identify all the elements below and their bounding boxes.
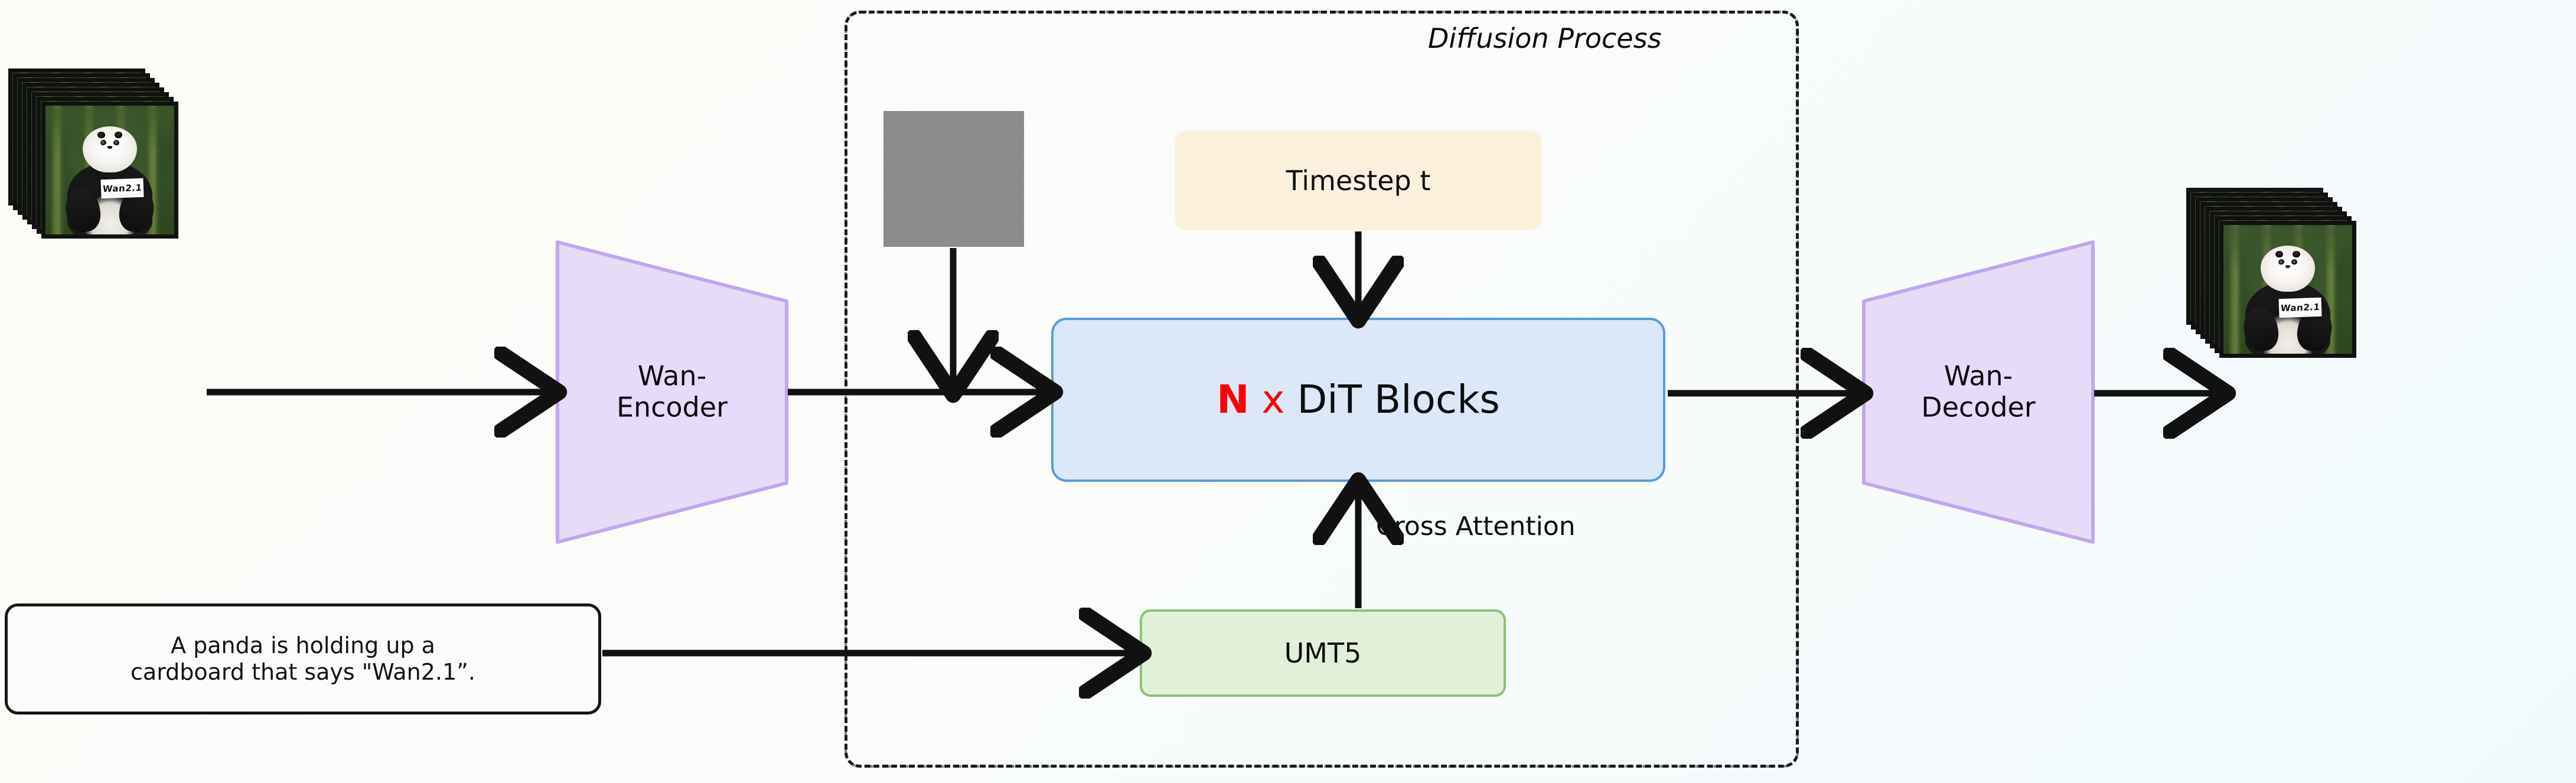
gaussian-noise-latent: [883, 111, 1024, 247]
dit-blocks-box[interactable]: N x DiT Blocks: [1051, 318, 1665, 482]
prompt-line-1: A panda is holding up a: [171, 632, 435, 659]
wan-encoder-shape[interactable]: Wan- Encoder: [554, 239, 790, 546]
sign-text: Wan2.1: [102, 182, 142, 195]
dit-count-symbol: N: [1217, 377, 1250, 423]
diffusion-process-label: Diffusion Process: [1428, 22, 1662, 54]
wan-decoder-shape[interactable]: Wan- Decoder: [1860, 239, 2096, 546]
cross-attention-label: Cross Attention: [1376, 511, 1576, 541]
output-video-frames: Wan2.1: [2186, 188, 2375, 358]
cardboard-sign: Wan2.1: [100, 178, 144, 199]
dit-times-symbol: x: [1261, 377, 1285, 423]
umt5-label: UMT5: [1284, 637, 1362, 669]
timestep-label: Timestep t: [1286, 164, 1431, 197]
cardboard-sign: Wan2.1: [2278, 298, 2322, 318]
timestep-box[interactable]: Timestep t: [1175, 131, 1541, 230]
frame-sheet-front: Wan2.1: [41, 102, 178, 239]
wan-decoder-svg: [1862, 240, 2095, 544]
text-prompt-box[interactable]: A panda is holding up a cardboard that s…: [5, 603, 601, 715]
wan-encoder-svg: [556, 240, 788, 544]
frame-sheet-front: Wan2.1: [2219, 221, 2356, 358]
input-video-frames: Wan2.1: [8, 68, 197, 239]
dit-blocks-label: N x DiT Blocks: [1217, 377, 1500, 423]
prompt-line-2: cardboard that says "Wan2.1”.: [131, 659, 475, 685]
sign-text: Wan2.1: [2280, 301, 2320, 314]
umt5-text-encoder-box[interactable]: UMT5: [1140, 609, 1506, 697]
dit-blocks-text: DiT Blocks: [1297, 377, 1500, 423]
